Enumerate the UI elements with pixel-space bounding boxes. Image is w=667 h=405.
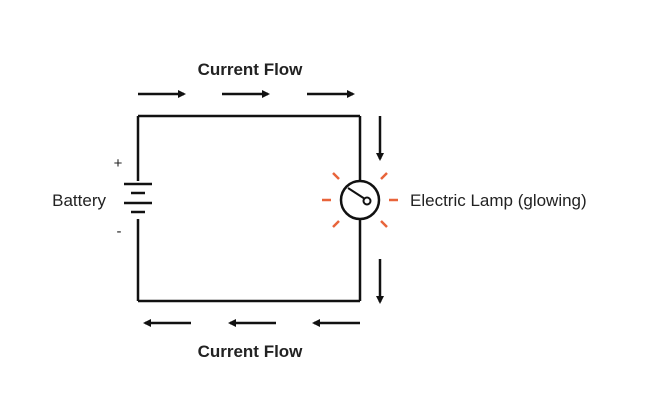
battery-plus-label: + <box>114 155 123 172</box>
current-flow-arrows <box>138 90 384 327</box>
battery-minus-label: - <box>117 223 122 240</box>
glow-ray-bottom-right <box>380 220 388 228</box>
glow-ray-top-left <box>332 172 340 180</box>
lamp-filament <box>347 187 366 200</box>
lamp-bulb <box>339 179 381 221</box>
battery-label: Battery <box>52 191 106 210</box>
lamp-label: Electric Lamp (glowing) <box>410 191 587 210</box>
lamp-filament-dot <box>362 196 372 206</box>
lamp-glow-rays <box>322 172 398 228</box>
current-flow-bottom-label: Current Flow <box>198 342 304 361</box>
glow-ray-bottom-left <box>332 220 340 228</box>
circuit-wires <box>136 114 362 303</box>
glow-ray-top-right <box>380 172 388 180</box>
lamp-symbol <box>339 179 381 221</box>
battery-symbol <box>124 182 152 214</box>
current-flow-top-label: Current Flow <box>198 60 304 79</box>
